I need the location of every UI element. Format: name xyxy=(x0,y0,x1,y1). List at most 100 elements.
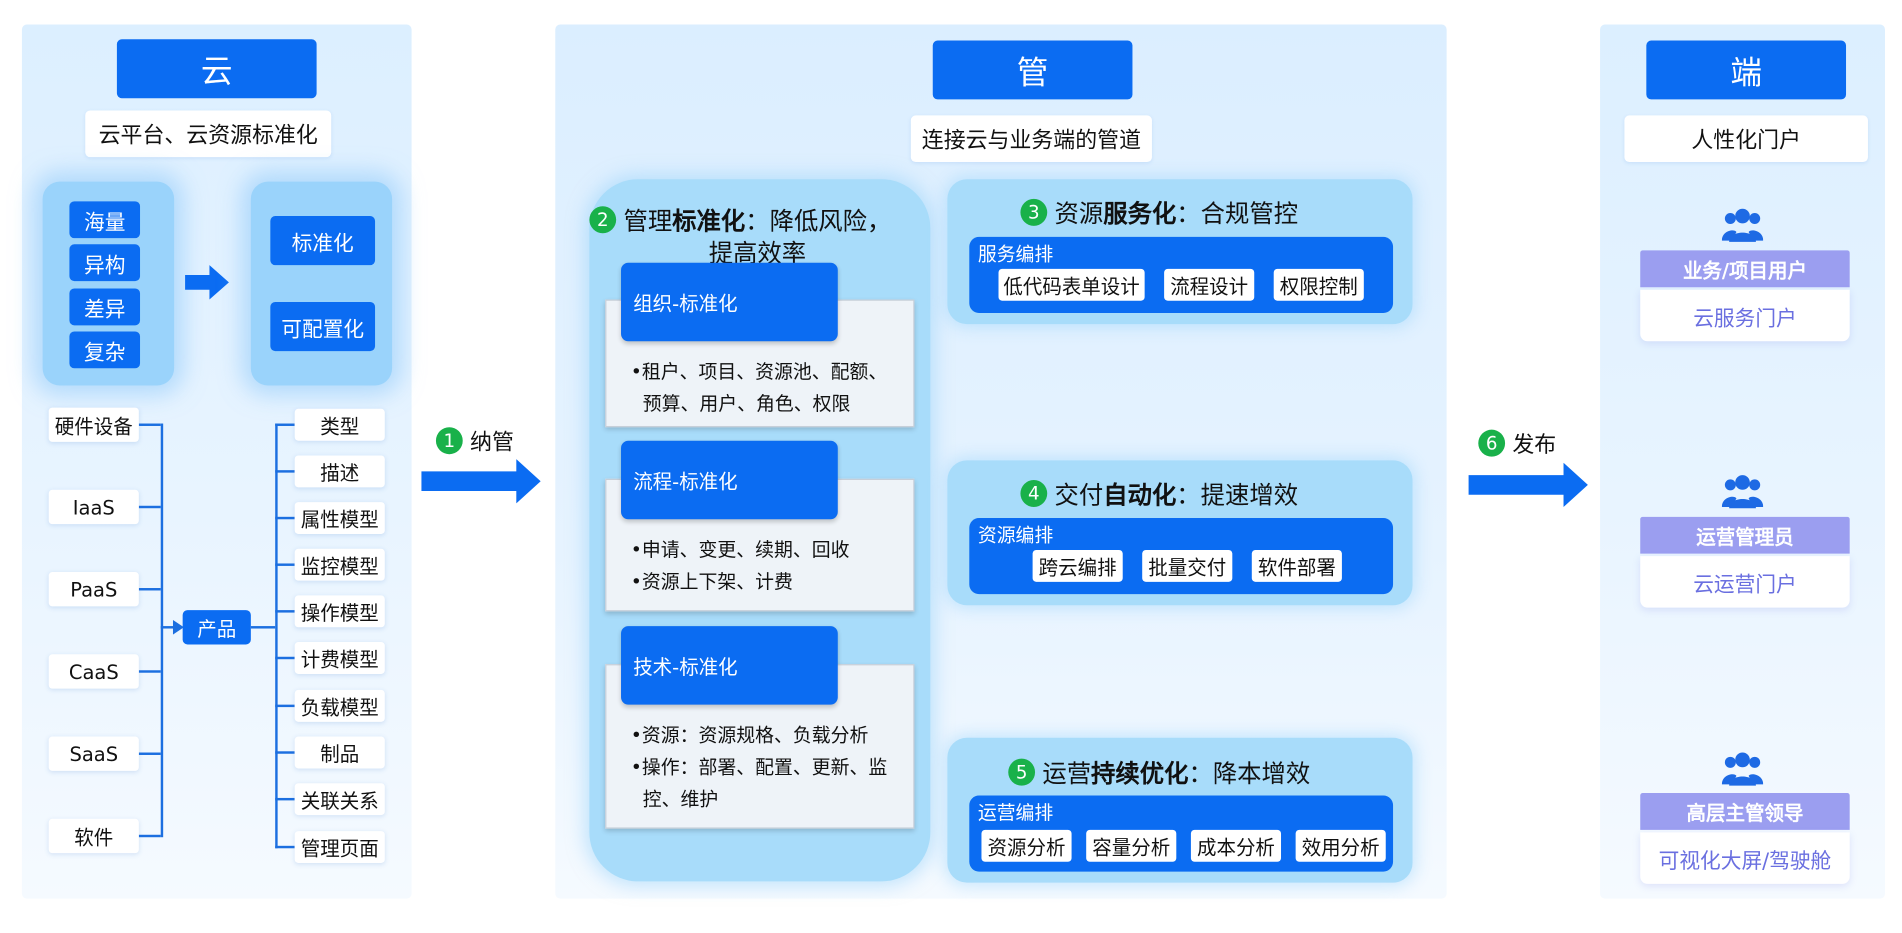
edge-subtitle: 人性化门户 xyxy=(1624,115,1868,163)
attribute-item: 关联关系 xyxy=(294,783,385,816)
trait-chip: 异构 xyxy=(69,244,141,282)
step-onboard: 1 纳管 xyxy=(435,425,514,457)
step-number: 1 xyxy=(435,427,463,455)
service-pill: 资源分析 xyxy=(981,829,1072,862)
service-title-pre: 交付 xyxy=(1054,479,1104,510)
role-label: 高层主管领导 xyxy=(1640,793,1850,830)
service-title-post: ：提速增效 xyxy=(1176,479,1299,510)
service-bar-label: 运营编排 xyxy=(977,801,1054,824)
service-title-bold: 持续优化 xyxy=(1091,758,1189,789)
card-line: •申请、变更、续期、回收 xyxy=(630,538,850,562)
trait-chip: 海量 xyxy=(69,201,141,239)
service-bar-label: 资源编排 xyxy=(977,524,1054,547)
tree-line xyxy=(160,626,176,629)
tree-line xyxy=(275,751,295,754)
service-pill: 跨云编排 xyxy=(1032,549,1123,582)
mgmt-title: 2 管理标准化：降低风险， xyxy=(589,201,891,237)
tree-line xyxy=(275,656,295,660)
service-title-post: ：降本增效 xyxy=(1188,758,1311,789)
outcomes-group xyxy=(250,181,393,386)
service-title-bold: 自动化 xyxy=(1103,479,1177,510)
outcome-chip: 标准化 xyxy=(270,216,376,266)
source-item: 软件 xyxy=(48,818,139,854)
tree-line xyxy=(275,704,295,708)
product-node: 产品 xyxy=(182,610,251,645)
card-line: •租户、项目、资源池、配额、 xyxy=(630,360,888,384)
source-item: IaaS xyxy=(48,489,139,525)
tree-line xyxy=(138,834,161,838)
users-icon xyxy=(1721,752,1764,786)
attribute-item: 属性模型 xyxy=(294,502,385,535)
tree-line xyxy=(138,505,161,509)
attribute-item: 制品 xyxy=(294,736,385,769)
service-pill: 流程设计 xyxy=(1164,268,1255,301)
service-pill: 容量分析 xyxy=(1086,829,1177,862)
tree-trunk xyxy=(160,423,164,838)
tree-line xyxy=(275,610,295,613)
tree-line xyxy=(250,626,276,629)
tree-line xyxy=(275,845,295,849)
service-pill: 效用分析 xyxy=(1295,829,1386,862)
outcome-chip: 可配置化 xyxy=(270,301,376,352)
trait-chip: 复杂 xyxy=(69,331,141,369)
service-pill: 批量交付 xyxy=(1142,549,1233,582)
card-line: •资源上下架、计费 xyxy=(630,570,793,593)
service-pill: 低代码表单设计 xyxy=(998,268,1145,301)
source-item: CaaS xyxy=(48,654,139,689)
card-text: •租户、项目、资源池、配额、 预算、用户、角色、权限 xyxy=(631,356,888,420)
portal-link[interactable]: 云运营门户 xyxy=(1640,556,1850,608)
step-label: 发布 xyxy=(1512,432,1557,458)
step-number: 5 xyxy=(1008,758,1036,786)
attribute-item: 操作模型 xyxy=(294,595,385,628)
service-title-pre: 资源 xyxy=(1054,198,1104,229)
attribute-item: 描述 xyxy=(294,455,385,488)
tree-line xyxy=(138,588,161,591)
tree-trunk xyxy=(275,423,278,849)
step-number: 4 xyxy=(1020,479,1048,507)
attribute-item: 计费模型 xyxy=(294,642,385,674)
source-item: 硬件设备 xyxy=(48,407,139,442)
service-title-pre: 运营 xyxy=(1042,758,1092,789)
service-pill: 权限控制 xyxy=(1273,268,1364,301)
card-line: 控、维护 xyxy=(630,788,719,811)
step-publish: 6 发布 xyxy=(1478,427,1556,459)
service-pill: 软件部署 xyxy=(1251,549,1342,582)
card-line: •操作：部署、配置、更新、监 xyxy=(630,756,888,779)
tree-line xyxy=(275,563,295,566)
service-title-bold: 服务化 xyxy=(1103,198,1177,229)
card-tab: 流程-标准化 xyxy=(621,440,838,520)
edge-title: 端 xyxy=(1646,40,1847,100)
attribute-item: 类型 xyxy=(294,408,385,441)
card-text: •申请、变更、续期、回收 •资源上下架、计费 xyxy=(631,534,850,598)
tree-line xyxy=(275,470,295,473)
onboard-arrow-icon xyxy=(421,459,541,504)
tree-line xyxy=(138,670,161,673)
pipe-title: 管 xyxy=(932,40,1133,100)
step-number: 2 xyxy=(589,205,617,233)
source-item: SaaS xyxy=(48,736,139,771)
step-number: 3 xyxy=(1020,198,1048,226)
users-icon xyxy=(1721,475,1764,509)
mgmt-title-bold: 标准化 xyxy=(672,206,746,236)
card-line: 预算、用户、角色、权限 xyxy=(630,392,851,415)
cloud-title: 云 xyxy=(116,39,317,99)
role-label: 运营管理员 xyxy=(1640,516,1850,554)
service-title: 4 交付自动化：提速增效 xyxy=(1020,475,1298,511)
step-number: 6 xyxy=(1478,429,1506,457)
cloud-subtitle: 云平台、云资源标准化 xyxy=(85,110,332,158)
tree-line xyxy=(275,423,295,426)
step-label: 纳管 xyxy=(470,429,514,456)
portal-link[interactable]: 可视化大屏/驾驶舱 xyxy=(1640,832,1850,884)
mgmt-title-post: ：降低风险， xyxy=(745,206,892,236)
portal-link[interactable]: 云服务门户 xyxy=(1640,289,1850,342)
service-pill: 成本分析 xyxy=(1190,829,1282,862)
tree-line xyxy=(275,797,295,801)
tree-line xyxy=(138,752,161,755)
pipe-subtitle: 连接云与业务端的管道 xyxy=(910,115,1152,163)
card-line: •资源：资源规格、负载分析 xyxy=(630,724,869,747)
tree-arrowhead-icon xyxy=(172,619,184,635)
card-tab: 组织-标准化 xyxy=(621,262,838,342)
attribute-item: 管理页面 xyxy=(294,831,385,864)
card-text: •资源：资源规格、负载分析 •操作：部署、配置、更新、监 控、维护 xyxy=(631,719,888,815)
role-label: 业务/项目用户 xyxy=(1640,250,1850,288)
